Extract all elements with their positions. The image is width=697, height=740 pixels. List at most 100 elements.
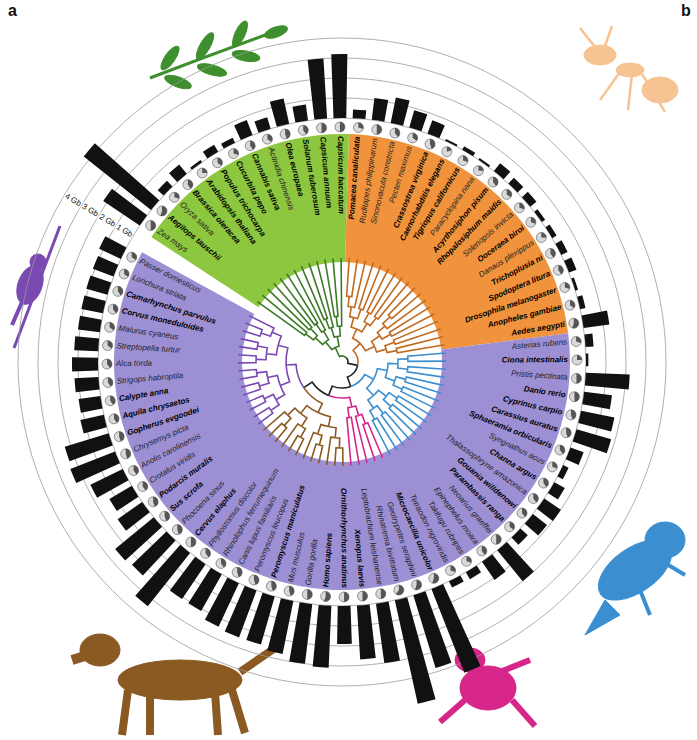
pie-base — [119, 269, 129, 279]
tree-branch — [372, 336, 380, 347]
leaf-branch — [150, 19, 289, 91]
pie-base — [561, 428, 571, 438]
pie-slice — [289, 586, 294, 596]
pie-slice — [377, 125, 382, 135]
pie-base — [528, 493, 538, 503]
tree-branch — [348, 407, 352, 418]
pie-slice — [510, 522, 515, 530]
tree-branch — [350, 307, 354, 318]
genome-bar — [449, 575, 464, 587]
pie-chart — [105, 322, 115, 332]
tree-branch — [346, 357, 358, 365]
pie-base — [412, 580, 422, 590]
tree-branch — [318, 413, 330, 427]
leaf — [193, 31, 217, 62]
genome-bar — [65, 433, 113, 461]
tree-branch — [276, 385, 285, 399]
pie-base — [266, 581, 276, 591]
tree-branch — [407, 369, 445, 377]
genome-bar — [86, 275, 111, 294]
pie-base — [127, 252, 137, 262]
tree-branch — [340, 258, 342, 326]
silhouettes — [12, 19, 685, 735]
tree-branch — [339, 448, 343, 466]
pie-base — [245, 141, 255, 151]
pie-chart — [390, 128, 400, 138]
tree-branch — [246, 323, 263, 333]
tree-branch — [254, 408, 271, 418]
tree-branch — [335, 347, 346, 357]
pie-slice — [574, 392, 579, 402]
pie-chart — [109, 414, 119, 424]
pie-base — [216, 558, 226, 568]
tree-branch — [393, 381, 402, 389]
tree-branch — [408, 367, 446, 370]
genome-bar — [525, 514, 547, 536]
pie-chart — [127, 252, 137, 262]
pie-slice — [108, 341, 113, 349]
pie-chart — [491, 534, 501, 544]
pie-chart — [561, 428, 571, 438]
tree-branch — [288, 436, 300, 451]
pie-base — [553, 265, 563, 275]
tree-branch — [241, 339, 259, 346]
genome-bar — [270, 98, 289, 126]
tree-branch — [261, 332, 272, 336]
tree-branch — [318, 434, 322, 445]
tree-branch — [408, 359, 446, 362]
leaf — [263, 23, 289, 41]
pie-base — [103, 377, 113, 387]
tree-branch — [394, 329, 440, 344]
pie-chart — [129, 466, 139, 476]
pie-chart — [284, 586, 294, 596]
pie-slice — [413, 133, 418, 141]
genome-bars — [65, 54, 630, 704]
tree-branch — [386, 393, 397, 398]
tree-branch — [347, 418, 351, 466]
tree-branch — [383, 317, 390, 326]
tree-branch — [301, 406, 318, 414]
pie-slice — [322, 123, 327, 133]
pie-base — [545, 248, 555, 258]
pie-base — [160, 511, 170, 521]
pie-slice — [271, 581, 276, 591]
genome-bar — [308, 59, 328, 120]
tree-branch — [335, 336, 339, 347]
pie-chart — [372, 125, 382, 135]
pie-base — [566, 410, 576, 420]
tree-branch — [286, 364, 304, 387]
species-label: Alca torda — [116, 358, 234, 369]
panel-label: a — [8, 2, 17, 20]
pie-chart — [148, 497, 158, 507]
tree-branch — [405, 379, 441, 393]
pie-slice — [340, 122, 345, 132]
pie-slice — [358, 123, 363, 130]
tree-branch — [269, 423, 284, 436]
genome-bar — [548, 482, 565, 499]
pie-chart — [321, 591, 331, 601]
pie-chart — [514, 203, 524, 213]
pie-base — [442, 147, 452, 157]
pie-slice — [237, 567, 242, 577]
tree-branch — [335, 448, 340, 466]
tree-branch — [395, 377, 406, 381]
pie-slice — [381, 589, 386, 599]
pie-chart — [302, 589, 312, 599]
genome-bar — [466, 565, 481, 579]
pie-slice — [451, 565, 456, 572]
tree-branch — [243, 331, 261, 336]
genome-bar — [577, 295, 585, 309]
pie-slice — [560, 445, 565, 454]
pie-slice — [165, 511, 170, 521]
pie-chart — [412, 580, 422, 590]
pie-base — [138, 482, 148, 492]
tree-branch — [333, 258, 338, 316]
pie-base — [339, 592, 349, 602]
pie-base — [357, 591, 367, 601]
pie-base — [547, 462, 557, 472]
pie-slice — [132, 252, 137, 260]
dog-body — [118, 660, 242, 700]
pie-slice — [221, 558, 226, 567]
pie-chart — [569, 318, 579, 328]
pie-slice — [174, 192, 179, 199]
